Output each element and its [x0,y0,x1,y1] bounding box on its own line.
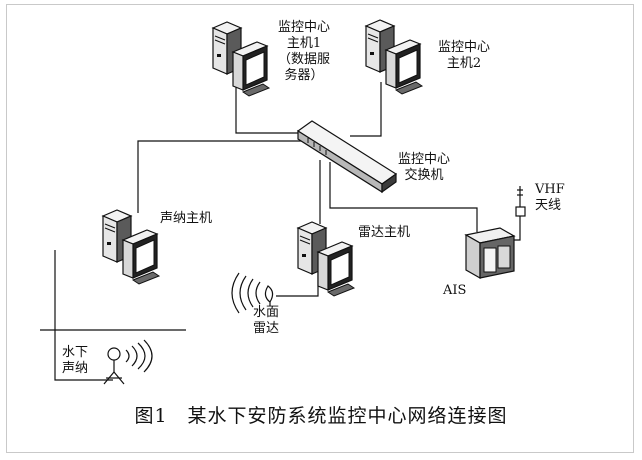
monitor-host2-label-line2: 主机2 [446,56,482,71]
sonar-host-computer-icon [102,209,160,285]
connection-lines [40,74,521,381]
switch-label-line1: 监控中心 [397,152,450,167]
monitor-host2-label: 监控中心 主机2 [432,40,496,72]
underwater-sonar-label-line2: 声纳 [62,361,89,376]
monitor-host1-label-line2: 主机1 [286,36,322,51]
ais-label: AIS [443,283,467,298]
underwater-sonar-label: 水下 声纳 [62,345,88,377]
sonar-host-label: 声纳主机 [160,211,213,226]
radar-host-label: 雷达主机 [358,225,411,240]
vhf-antenna-label-line1: VHF [535,182,565,197]
switch-label: 监控中心 交换机 [392,152,456,184]
monitor-host2-label-line1: 监控中心 [437,40,490,55]
surface-radar-label-line2: 雷达 [252,321,279,336]
figure-caption: 图1 某水下安防系统监控中心网络连接图 [134,405,508,427]
surface-radar-label: 水面 雷达 [246,305,286,337]
surface-radar-icon [231,272,274,314]
monitor-host1-label-line4: 务器） [284,68,324,83]
surface-radar-label-line1: 水面 [252,305,279,320]
ais-device-icon [464,227,516,280]
figure-frame [6,4,634,453]
monitor-host1-label-line3: （数据服 [277,52,330,67]
radar-host-computer-icon [297,221,355,297]
switch-label-line2: 交换机 [404,168,444,183]
vhf-antenna-icon [515,186,526,217]
vhf-antenna-label-line2: 天线 [535,198,562,213]
monitor-host1-label: 监控中心 主机1 （数据服 务器） [272,20,336,84]
monitor-host2-computer-icon [365,19,423,95]
monitor-host1-computer-icon [212,21,270,97]
vhf-antenna-label: VHF 天线 [535,182,565,214]
monitor-host1-label-line1: 监控中心 [277,20,330,35]
underwater-sonar-icon [103,339,153,385]
underwater-sonar-label-line1: 水下 [62,345,89,360]
network-switch-icon [296,120,398,194]
